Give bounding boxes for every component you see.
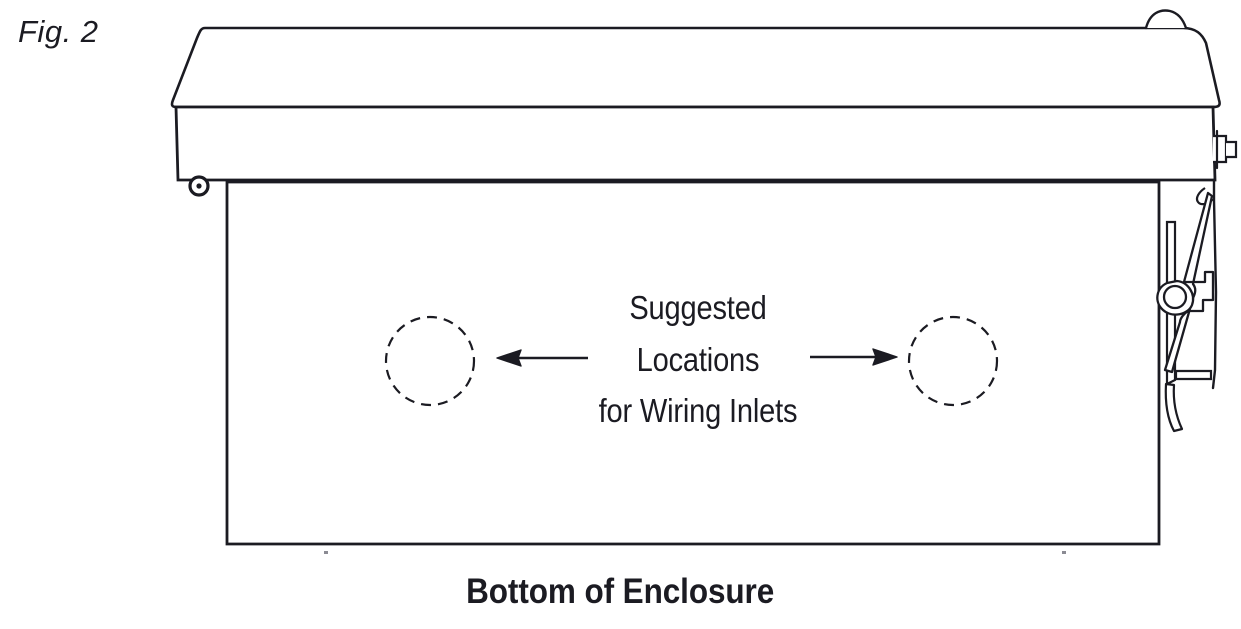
latch-tail: [1164, 382, 1184, 433]
callout-arrow-right: [810, 348, 898, 366]
callout-line-3: for Wiring Inlets: [598, 392, 798, 430]
figure-caption: Bottom of Enclosure: [0, 572, 1241, 612]
figure-label: Fig. 2: [18, 14, 99, 49]
enclosure-body: [225, 180, 1161, 546]
reference-tick-right: [1062, 551, 1066, 554]
wiring-inlet-location-left: [384, 315, 476, 407]
reference-tick-left: [324, 551, 328, 554]
hinge-bump: [1144, 9, 1188, 30]
latch-lever-arm: [1163, 191, 1215, 374]
figure-caption-text: Bottom of Enclosure: [466, 572, 775, 611]
callout-label: Suggested Locations for Wiring Inlets: [520, 282, 876, 437]
latch-release-tab: [1174, 369, 1213, 381]
side-tab-notch: [1226, 140, 1238, 159]
corner-grommet-center: [196, 183, 202, 189]
callout-line-2: Locations: [636, 340, 760, 378]
latch-pivot-hole: [1162, 284, 1188, 310]
latch-frame: [1211, 178, 1218, 390]
wiring-inlet-location-right: [907, 315, 999, 407]
callout-arrow-left: [496, 349, 588, 367]
lid-top-face: [170, 26, 1221, 109]
lid-front-band: [174, 105, 1217, 182]
side-tab: [1213, 134, 1228, 164]
callout-line-1: Suggested: [629, 289, 767, 326]
